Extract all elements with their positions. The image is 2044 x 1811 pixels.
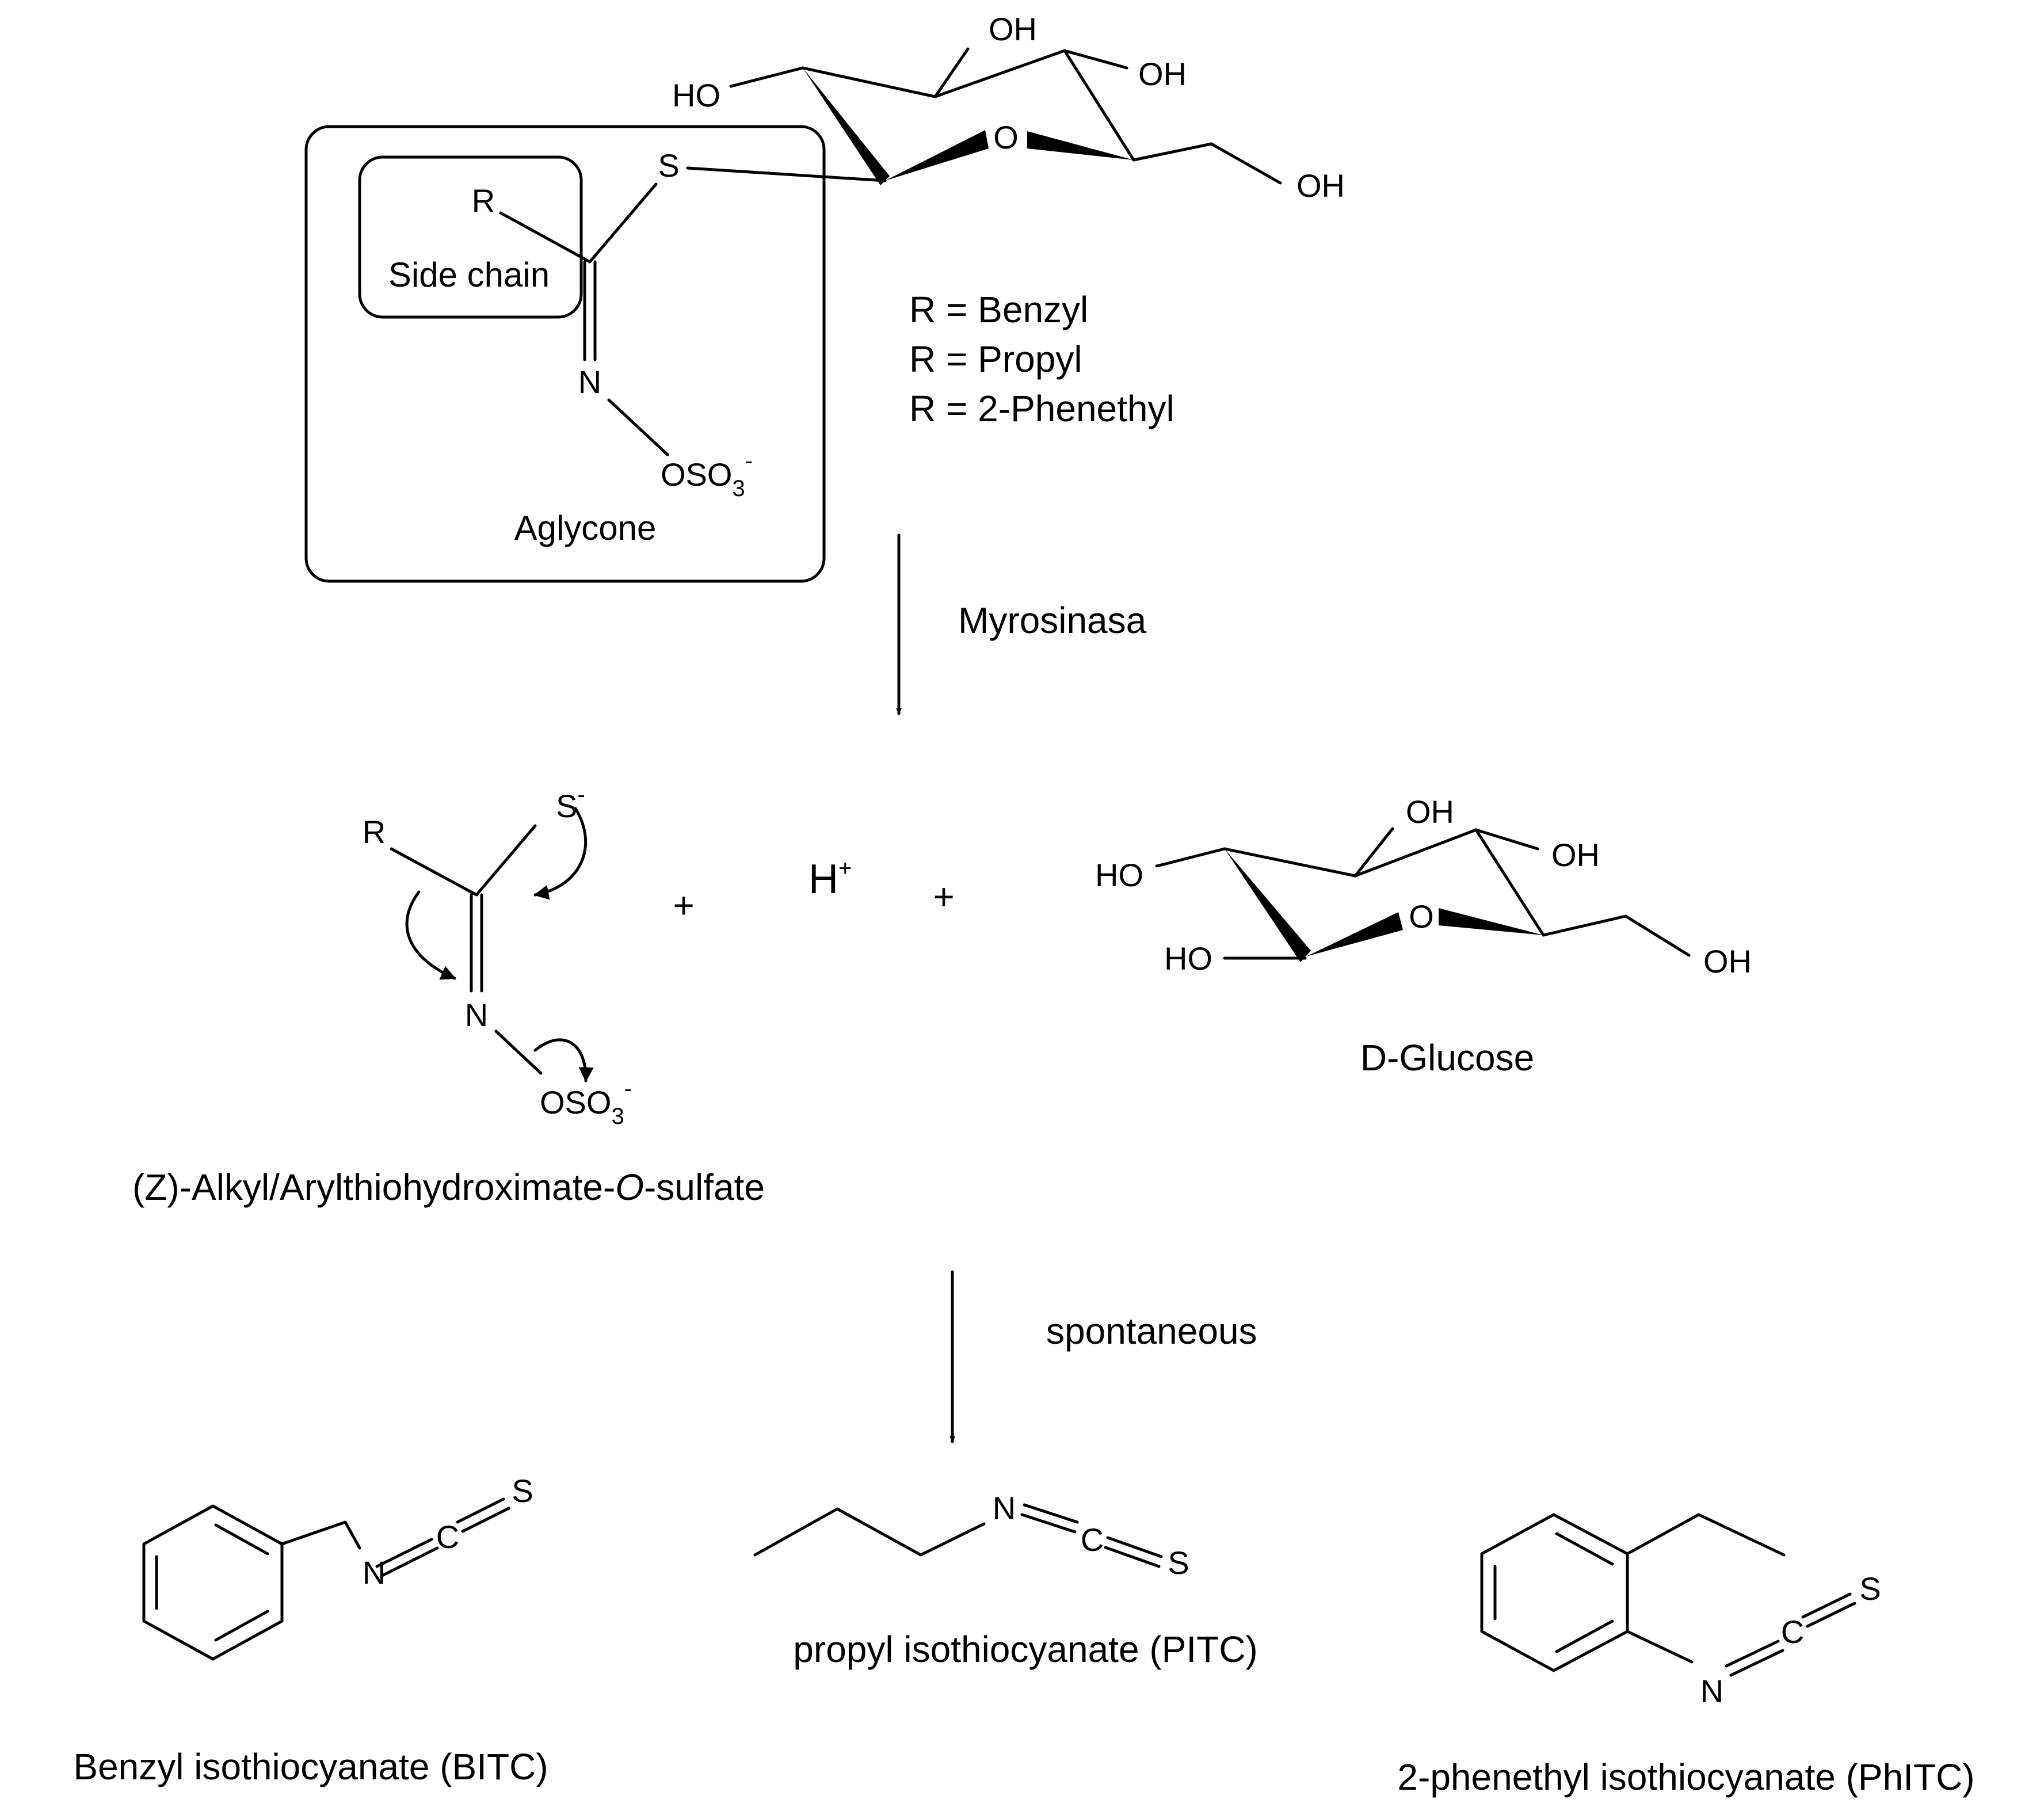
ho-label: HO [1164, 940, 1212, 977]
oh-label: OH [989, 11, 1037, 47]
carbon-label: C [1081, 1522, 1104, 1558]
d-glucose-structure: HO HO OH OH OH O [1095, 794, 1752, 979]
phitc-structure: N C S [1480, 1513, 1881, 1709]
carbon-label: C [436, 1519, 459, 1555]
pitc-structure: N C S [753, 1490, 1189, 1581]
aglycone-box [304, 125, 826, 583]
nitrogen-label: N [465, 997, 488, 1033]
oh-label: OH [1551, 837, 1600, 873]
glucosinolate-atom-labels: HO OH OH OH O S R N OSO3- [472, 11, 1345, 501]
r-group-item: R = Benzyl [909, 289, 1088, 330]
product-name: 2-phenethyl isothiocyanate (PhITC) [1397, 1756, 1974, 1798]
step-label: spontaneous [1046, 1310, 1257, 1352]
aglycone-label: Aglycone [514, 509, 657, 547]
sulfate-label: OSO3- [661, 448, 753, 501]
sulfur-label: S [512, 1473, 533, 1509]
ho-label: HO [1095, 857, 1143, 893]
ring-oxygen-label: O [993, 119, 1019, 155]
thiohydroximate-structure: S- R N OSO3- [363, 782, 632, 1129]
ho-label: HO [672, 77, 720, 113]
side-chain-box [358, 155, 583, 319]
curved-arrow [533, 1038, 594, 1082]
curved-arrow [405, 890, 456, 980]
product-name: Benzyl isothiocyanate (BITC) [73, 1746, 548, 1787]
curved-arrow [533, 807, 588, 900]
oh-label: OH [1703, 943, 1752, 979]
r-group-item: R = Propyl [909, 338, 1082, 380]
nitrogen-label: N [1700, 1673, 1723, 1709]
side-chain-label: Side chain [388, 256, 550, 294]
r-group-list: R = Benzyl R = Propyl R = 2-Phenethyl [909, 289, 1174, 429]
oh-label: OH [1296, 167, 1345, 204]
sulfur-label: S [1859, 1570, 1881, 1607]
r-group-label: R [363, 814, 386, 850]
aglycone-bonds [499, 166, 887, 456]
product-name: propyl isothiocyanate (PITC) [793, 1629, 1257, 1670]
proton-label: H+ [809, 856, 852, 902]
oh-label: OH [1138, 56, 1187, 92]
bitc-structure: N C S [142, 1473, 533, 1661]
r-group-item: R = 2-Phenethyl [909, 388, 1174, 429]
sulfur-label: S [658, 147, 679, 184]
r-group-label: R [472, 182, 495, 219]
nitrogen-label: N [578, 364, 601, 400]
nitrogen-label: N [363, 1554, 386, 1591]
nitrogen-label: N [993, 1490, 1016, 1526]
glucose-name: D-Glucose [1360, 1037, 1534, 1078]
sulfur-label: S [1168, 1545, 1189, 1581]
thiolate-label: S- [556, 782, 585, 824]
oh-label: OH [1406, 794, 1454, 830]
sulfate-label: OSO3- [540, 1076, 632, 1129]
plus-sign: + [933, 876, 954, 917]
carbon-label: C [1781, 1614, 1804, 1650]
intermediate-name: (Z)-Alkyl/Arylthiohydroximate-O-sulfate [132, 1166, 765, 1208]
glucosinolate-glucose-ring [729, 47, 1282, 185]
plus-sign: + [673, 884, 694, 926]
glucosinolate-structure: HO OH OH OH O S R N OSO3- Side chain Agl… [304, 11, 1345, 583]
enzyme-label: Myrosinasa [958, 600, 1147, 641]
ring-oxygen-label: O [1409, 898, 1434, 935]
